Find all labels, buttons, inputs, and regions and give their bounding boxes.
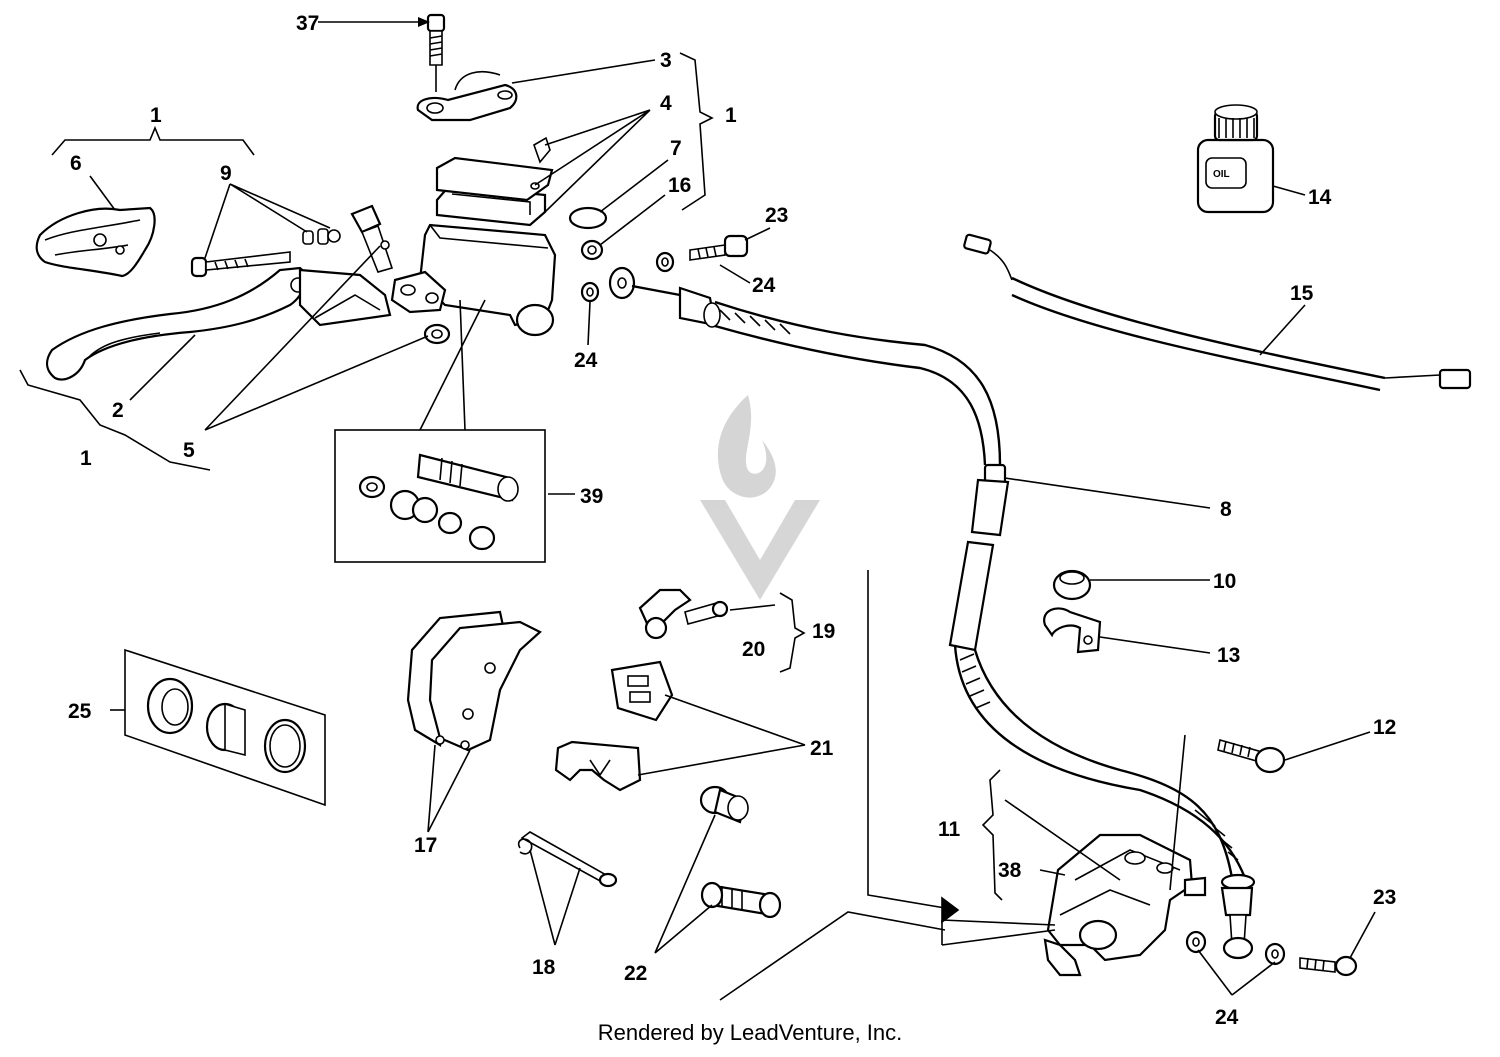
part-22-slide-pins xyxy=(699,785,782,919)
svg-text:OIL: OIL xyxy=(1213,169,1230,180)
callout-19: 19 xyxy=(812,620,835,643)
part-15-brake-switch-wire xyxy=(963,233,1472,392)
part-12-caliper-bolt xyxy=(1217,738,1286,774)
callout-24-bottom: 24 xyxy=(1215,1006,1239,1029)
callout-23-top: 23 xyxy=(765,204,788,227)
rendered-by-footer: Rendered by LeadVenture, Inc. xyxy=(598,1020,903,1045)
part-9-pivot-bolt xyxy=(190,228,341,278)
bracket-1-bottom-left xyxy=(19,369,211,471)
callout-13: 13 xyxy=(1217,644,1240,667)
callout-37: 37 xyxy=(296,12,319,35)
part-6-lever-cover xyxy=(35,206,156,278)
part-3-handlebar-clamp xyxy=(416,71,518,122)
callout-5: 5 xyxy=(183,439,195,462)
callout-labels: 37 3 4 1 1 6 9 7 16 23 24 24 14 15 2 5 1… xyxy=(68,12,1396,1029)
callout-38: 38 xyxy=(998,859,1022,882)
callout-7: 7 xyxy=(670,137,682,160)
part-10-grommet xyxy=(1052,569,1092,601)
callout-8: 8 xyxy=(1220,498,1232,521)
part-19-20-bleeder xyxy=(638,588,729,640)
callout-10: 10 xyxy=(1213,570,1236,593)
callout-9: 9 xyxy=(220,162,232,185)
callout-17: 17 xyxy=(414,834,437,857)
part-38-caliper-body xyxy=(1043,833,1207,977)
bracket-11 xyxy=(981,769,1003,901)
part-18-pad-pin xyxy=(517,831,618,888)
callout-4: 4 xyxy=(660,92,672,115)
part-24-washers-bottom xyxy=(1185,930,1286,966)
callout-11: 11 xyxy=(938,818,961,841)
master-cylinder-body xyxy=(390,223,557,337)
callout-1-right: 1 xyxy=(725,104,737,127)
callout-16: 16 xyxy=(668,174,691,197)
callout-2: 2 xyxy=(112,399,124,422)
callout-24-top-right: 24 xyxy=(752,274,776,297)
callout-14: 14 xyxy=(1308,186,1332,209)
part-8-brake-hose xyxy=(631,284,1256,960)
part-7-cap xyxy=(568,206,608,230)
part-39-master-cylinder-kit xyxy=(334,429,546,563)
bracket-1-right xyxy=(679,52,714,211)
callout-21: 21 xyxy=(810,737,834,760)
callout-25: 25 xyxy=(68,700,92,723)
part-25-caliper-kit xyxy=(124,648,326,807)
callout-3: 3 xyxy=(660,49,672,72)
callout-20: 20 xyxy=(742,638,765,661)
part-17-brake-pads xyxy=(406,610,542,752)
callout-23-bottom: 23 xyxy=(1373,886,1396,909)
callout-6: 6 xyxy=(70,152,82,175)
callout-1-bottom-left: 1 xyxy=(80,447,92,470)
part-2-brake-lever xyxy=(46,266,392,381)
part-5-lever-bolt xyxy=(350,204,451,345)
callout-18: 18 xyxy=(532,956,556,979)
part-23-banjo-bolt-top xyxy=(689,234,749,261)
callout-1-top-left: 1 xyxy=(150,104,162,127)
part-23-banjo-bolt-bottom xyxy=(1299,955,1358,977)
callout-12: 12 xyxy=(1373,716,1396,739)
bracket-1-top-left xyxy=(51,125,255,156)
callout-22: 22 xyxy=(624,962,647,985)
bracket-19 xyxy=(779,592,806,673)
leadventure-watermark xyxy=(700,395,820,600)
part-37-clamp-bolt xyxy=(426,13,446,92)
part-16-boot xyxy=(580,239,604,261)
callout-24-mid: 24 xyxy=(574,349,598,372)
callout-39: 39 xyxy=(580,485,603,508)
part-4-reservoir-cap xyxy=(435,136,554,227)
part-13-hose-clamp xyxy=(1043,607,1102,654)
part-14-brake-fluid-bottle: OIL xyxy=(1196,104,1275,214)
callout-15: 15 xyxy=(1290,282,1314,305)
part-24-washers-top xyxy=(580,251,675,303)
part-21-pad-springs xyxy=(554,660,674,792)
leader-lines xyxy=(89,17,1376,1001)
